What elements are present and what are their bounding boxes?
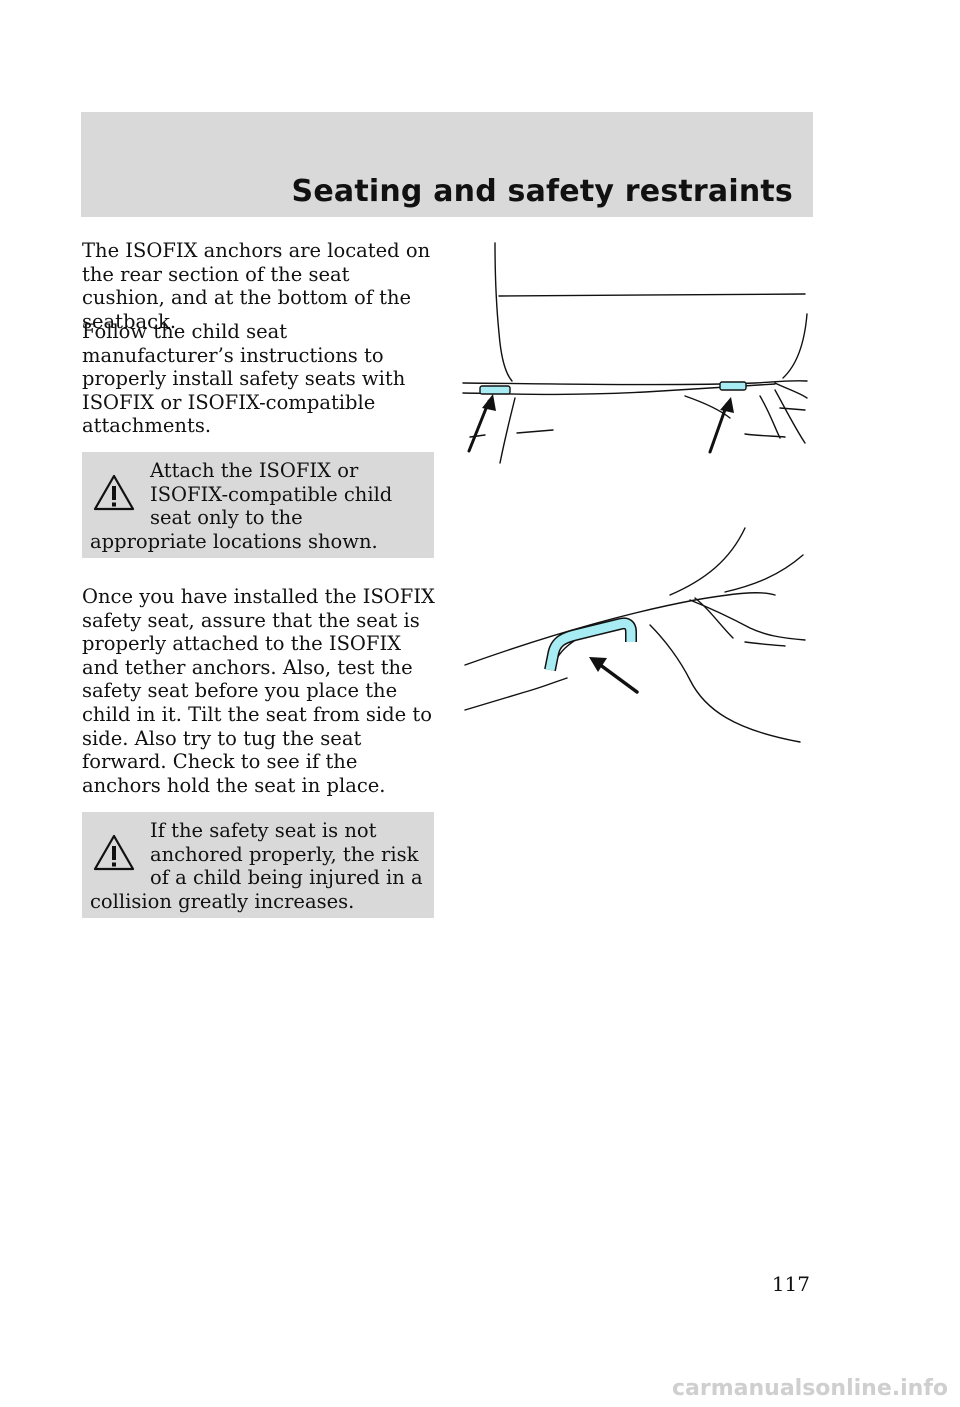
section-header: Seating and safety restraints	[81, 112, 813, 217]
warning-text: Attach the ISOFIX or ISOFIX-compatible c…	[90, 459, 393, 553]
warning-box: If the safety seat is not anchored prope…	[82, 812, 434, 918]
seat-anchor-illustration-top	[462, 242, 808, 464]
paragraph-after-install: Once you have installed the ISOFIX safet…	[82, 585, 435, 797]
paragraph-anchor-location: The ISOFIX anchors are located on the re…	[82, 239, 431, 333]
page-number: 117	[771, 1272, 810, 1296]
warning-triangle-icon	[93, 834, 135, 871]
watermark: carmanualsonline.info	[672, 1376, 948, 1401]
warning-triangle-icon	[93, 474, 135, 511]
warning-text: If the safety seat is not anchored prope…	[90, 819, 423, 913]
warning-box: Attach the ISOFIX or ISOFIX-compatible c…	[82, 452, 434, 558]
paragraph-follow-instructions: Follow the child seat manufacturer’s ins…	[82, 320, 406, 438]
anchor-closeup-illustration	[464, 527, 806, 743]
section-title: Seating and safety restraints	[291, 174, 793, 209]
